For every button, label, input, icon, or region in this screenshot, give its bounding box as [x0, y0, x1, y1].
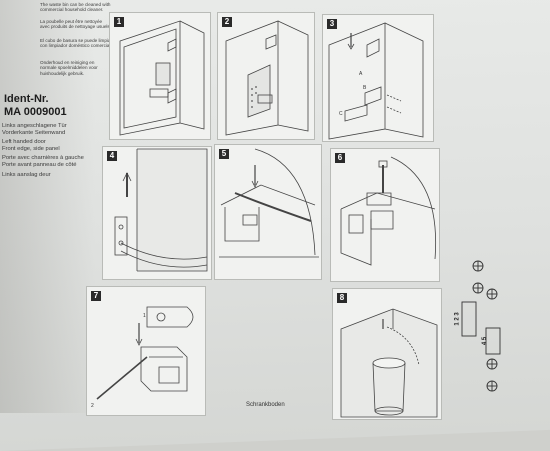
- bottom-caption: Schrankboden: [246, 402, 285, 408]
- step-2-panel: 2: [217, 12, 315, 140]
- door-line: Left handed door: [2, 139, 46, 146]
- door-line: Vorderkante Seitenwand: [2, 129, 66, 136]
- step-7-illustration: 1 2: [91, 306, 194, 409]
- step-number: 1: [114, 17, 124, 27]
- door-description: Links angeschlagene Tür Vorderkante Seit…: [2, 123, 97, 178]
- step-6-illustration: [340, 156, 437, 266]
- info-column: The waste bin can be cleaned with commer…: [0, 0, 112, 200]
- door-line: Porte avant panneau de côté: [2, 161, 77, 168]
- step-4-panel: 4: [102, 146, 212, 280]
- step-6-panel: 6: [330, 148, 440, 282]
- step-number: 6: [335, 153, 345, 163]
- step-number: 8: [337, 293, 347, 303]
- step-3-illustration: A B C: [328, 22, 424, 140]
- cleaning-note-es: El cubo de basura se puede limpiar con l…: [40, 38, 113, 49]
- door-line: Links angeschlagene Tür: [2, 123, 67, 129]
- step-5-illustration: [219, 148, 319, 258]
- step-7-panel: 7 1 2: [86, 286, 206, 416]
- ident-label: Ident-Nr.: [4, 93, 49, 105]
- label-1: 1: [143, 313, 146, 319]
- door-line: Porte avec charnières à gauche: [2, 155, 84, 162]
- cleaning-note-nl: Onderhoud en reiniging en normale spoelm…: [40, 60, 98, 76]
- wiring-diagram: 1 2 3 4 5: [454, 256, 516, 406]
- label-2: 2: [91, 403, 94, 409]
- label-b: B: [363, 85, 367, 91]
- step-number: 7: [91, 291, 101, 301]
- step-number: 3: [327, 19, 337, 29]
- step-1-illustration: [119, 20, 205, 136]
- step-3-panel: 3 A B C: [322, 14, 434, 142]
- step-1-panel: 1: [109, 12, 211, 140]
- step-8-illustration: [340, 308, 438, 418]
- ident-number: MA 0009001: [4, 106, 67, 118]
- label-a: A: [359, 71, 363, 77]
- cleaning-note-fr: La poubelle peut être nettoyée avec prod…: [40, 19, 111, 30]
- step-5-panel: 5: [214, 144, 322, 280]
- door-line: Front edge, side panel: [2, 145, 60, 152]
- wiring-illustration: [461, 260, 501, 392]
- wiring-label-123: 1 2 3: [454, 312, 461, 326]
- step-number: 4: [107, 151, 117, 161]
- step-number: 2: [222, 17, 232, 27]
- step-number: 5: [219, 149, 229, 159]
- label-c: C: [339, 111, 343, 117]
- wiring-label-45: 4 5: [482, 336, 489, 346]
- step-8-panel: 8: [332, 288, 442, 420]
- step-2-illustration: [225, 20, 309, 136]
- step-4-illustration: [114, 148, 208, 272]
- door-line: Links aanslag deur: [2, 171, 51, 178]
- cleaning-note-en: The waste bin can be cleaned with commer…: [40, 2, 111, 13]
